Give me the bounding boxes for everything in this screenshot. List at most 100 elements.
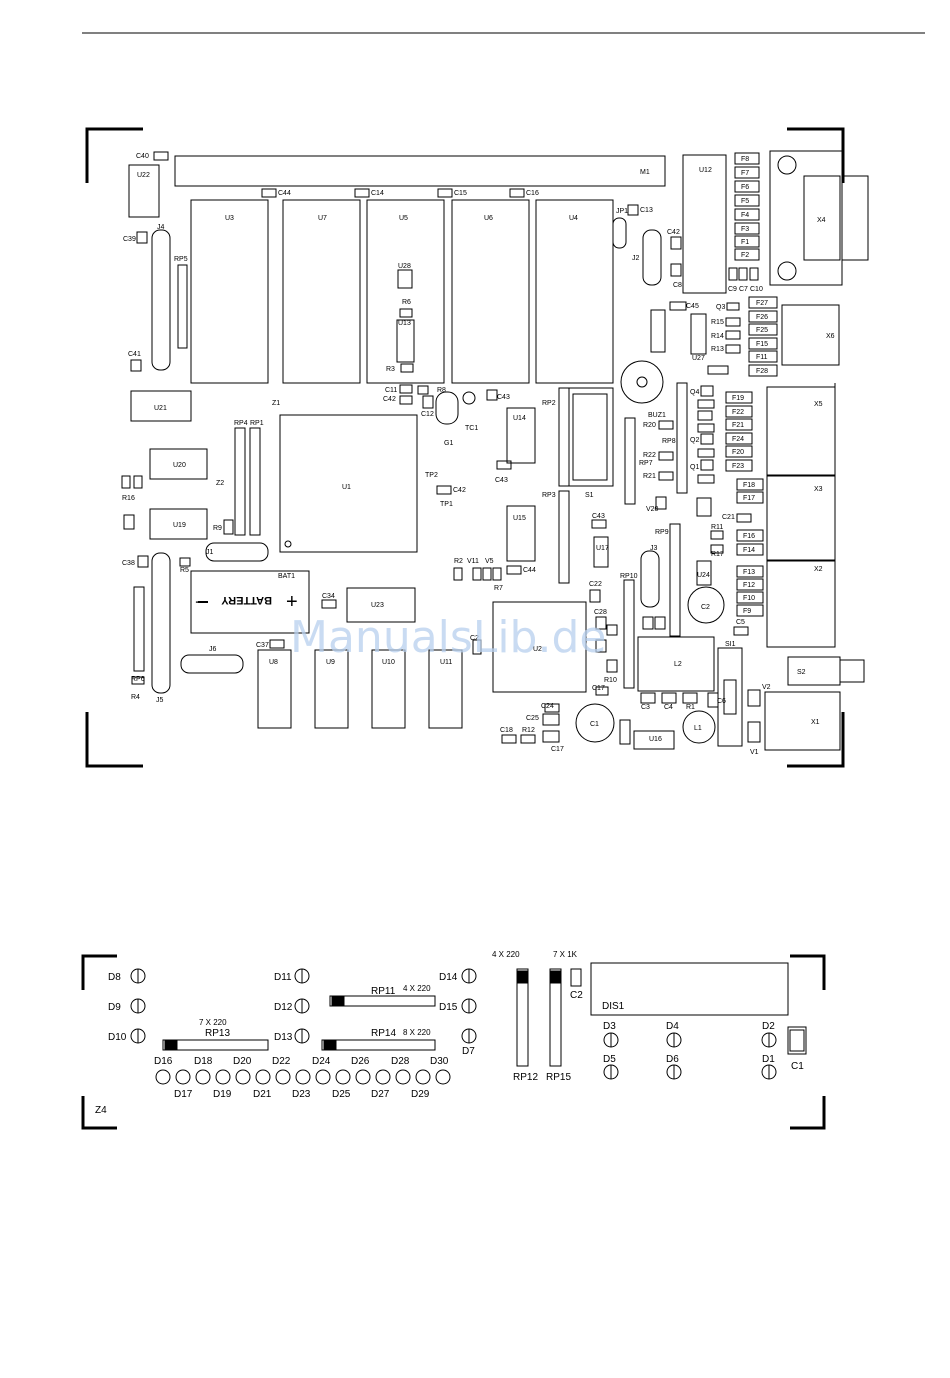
label-f7: F7 — [741, 170, 749, 177]
ic-u16 — [633, 730, 675, 750]
label-c14: C14 — [371, 190, 384, 197]
z4-rp15-label: RP15 — [546, 1072, 571, 1083]
label-f18: F18 — [743, 482, 755, 489]
label-c25: C25 — [526, 715, 539, 722]
z4-rp11-value: 4 X 220 — [403, 984, 431, 993]
label-c23: C34 — [322, 593, 335, 600]
label-v1: V1 — [750, 749, 759, 756]
z4-corner-bl — [81, 1096, 117, 1130]
label-c18: C17 — [592, 685, 605, 692]
z4-d21-label: D21 — [253, 1089, 272, 1100]
label-c4: C4 — [664, 704, 673, 711]
z4-d17-label: D17 — [174, 1089, 193, 1100]
label-f12: F12 — [743, 582, 755, 589]
z4-d30-label: D30 — [430, 1056, 449, 1067]
fuse-f19 — [725, 391, 753, 404]
z4-d12-label: D12 — [274, 1002, 293, 1013]
rp-rp1 — [249, 427, 261, 536]
label-c27: C2 — [470, 635, 479, 642]
battery-bat1 — [190, 570, 310, 634]
fuse-f3 — [734, 222, 760, 235]
fuse-f24 — [725, 432, 753, 445]
header-j4 — [151, 229, 171, 371]
ic-u2 — [492, 601, 587, 693]
label-f24: F24 — [732, 436, 744, 443]
pin1-dot — [284, 540, 292, 548]
label-rp2: RP2 — [542, 400, 556, 407]
label-c17: C17 — [551, 746, 564, 753]
label-f27: F27 — [756, 300, 768, 307]
label-f21: F21 — [732, 422, 744, 429]
rp-rp10 — [623, 579, 635, 689]
watermark: ManualsLib.de — [290, 612, 606, 663]
fuse-f12 — [736, 578, 764, 591]
label-f5: F5 — [741, 198, 749, 205]
fuse-f17 — [736, 491, 764, 504]
z4-dis1-label: DIS1 — [602, 1001, 625, 1012]
label-u20: U20 — [173, 462, 186, 469]
label-r7: R7 — [494, 585, 503, 592]
ic-u14 — [506, 407, 536, 464]
label-f17: F17 — [743, 495, 755, 502]
z4-rp13-value: 7 X 220 — [199, 1018, 227, 1027]
z4-c2-label: C2 — [570, 990, 583, 1001]
z4-d9-label: D9 — [108, 1002, 121, 1013]
label-c33: C38 — [122, 560, 135, 567]
label-r2: R2 — [454, 558, 463, 565]
cap-c1 — [575, 703, 615, 743]
battery-text: BATTERY — [221, 594, 272, 606]
ic-u9 — [314, 649, 349, 729]
label-g1: G1 — [444, 440, 453, 447]
rp-rp6 — [133, 586, 145, 672]
label-f2: F2 — [741, 252, 749, 259]
corner-mark-tl — [85, 127, 143, 183]
label-u21: U21 — [154, 405, 167, 412]
z4-d16-label: D16 — [154, 1056, 173, 1067]
label-z1: Z1 — [272, 400, 280, 407]
z4-c1 — [787, 1026, 807, 1055]
label-r14: R14 — [711, 333, 724, 340]
rp-rp7 — [624, 417, 636, 505]
corner-mark-bl — [85, 712, 143, 768]
z4-d7-label: D7 — [462, 1046, 475, 1057]
z4-d26-label: D26 — [351, 1056, 370, 1067]
z4-d28-label: D28 — [391, 1056, 410, 1067]
label-rp6: RP6 — [131, 676, 145, 683]
battery-minus: − — [195, 592, 206, 612]
z4-d24-label: D24 — [312, 1056, 331, 1067]
label-rp7: RP7 — [639, 460, 653, 467]
label-f11: F11 — [756, 354, 768, 361]
label-l2: L2 — [674, 661, 682, 668]
z4-d15-label: D15 — [439, 1002, 458, 1013]
ic-u21 — [130, 390, 192, 422]
label-c37: C42 — [453, 487, 466, 494]
label-f26: F26 — [756, 314, 768, 321]
label-f23: F23 — [732, 463, 744, 470]
label-f4: F4 — [741, 212, 749, 219]
label-l1: L1 — [694, 725, 702, 732]
label-f20: F20 — [732, 449, 744, 456]
fuse-f15 — [748, 337, 778, 350]
label-q1: Q1 — [690, 464, 699, 471]
label-z2: Z2 — [216, 480, 224, 487]
z4-d6-label: D6 — [666, 1054, 679, 1065]
label-j6: J6 — [209, 646, 217, 653]
z4-d8-label: D8 — [108, 972, 121, 983]
label-u22: U22 — [137, 172, 150, 179]
z4-d11-label: D11 — [274, 972, 292, 983]
ic-u10 — [371, 649, 406, 729]
z4-rp14 — [321, 1039, 436, 1051]
label-jp1: JP1 — [616, 208, 628, 215]
header-j1 — [205, 542, 269, 562]
fuse-f1 — [734, 235, 760, 248]
label-rp5: RP5 — [174, 256, 188, 263]
rp-rp2 — [558, 387, 570, 487]
connector-x5 — [766, 386, 836, 476]
z4-label: Z4 — [95, 1105, 107, 1116]
label-r23: R22 — [643, 452, 656, 459]
z4-d23-label: D23 — [292, 1089, 311, 1100]
z4-rp15-value: 7 X 1K — [553, 950, 578, 959]
label-r16: R16 — [122, 495, 135, 502]
label-r10: R10 — [604, 677, 617, 684]
fuse-f21 — [725, 418, 753, 431]
